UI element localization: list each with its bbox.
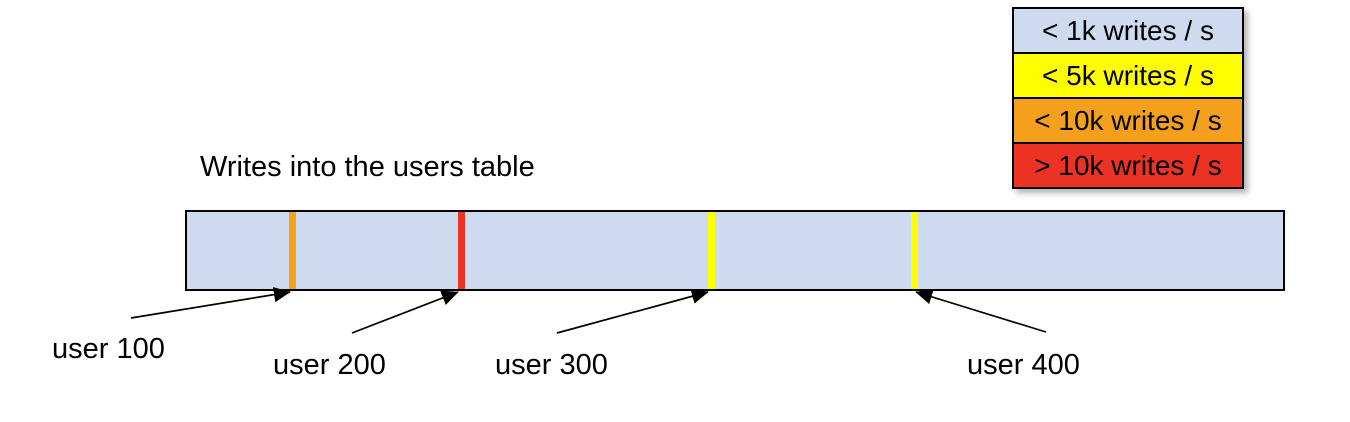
- diagram-title: Writes into the users table: [200, 151, 535, 183]
- legend-item-lt-10k: < 10k writes / s: [1012, 97, 1244, 144]
- stripe-user-300: [708, 212, 715, 289]
- label-user-200: user 200: [273, 349, 386, 381]
- legend-item-label: < 5k writes / s: [1042, 59, 1214, 91]
- stripe-user-100: [289, 212, 296, 289]
- arrow-line-3: [556, 288, 709, 334]
- stripe-user-200: [458, 212, 465, 289]
- arrow-lines: [130, 287, 1047, 334]
- legend-item-label: < 1k writes / s: [1042, 14, 1214, 46]
- legend-item-lt-5k: < 5k writes / s: [1012, 52, 1244, 99]
- arrow-line-2: [351, 290, 459, 334]
- legend-item-label: < 10k writes / s: [1034, 104, 1222, 136]
- arrow-line-4: [915, 289, 1047, 333]
- arrow-line-1: [130, 287, 291, 319]
- users-table-bar: [185, 210, 1285, 291]
- stripe-user-400: [911, 212, 918, 289]
- legend-item-label: > 10k writes / s: [1034, 149, 1222, 181]
- legend-item-gt-10k: > 10k writes / s: [1012, 142, 1244, 189]
- legend: < 1k writes / s < 5k writes / s < 10k wr…: [1012, 7, 1244, 189]
- legend-item-lt-1k: < 1k writes / s: [1012, 7, 1244, 54]
- label-user-300: user 300: [495, 349, 608, 381]
- label-user-400: user 400: [967, 349, 1080, 381]
- label-user-100: user 100: [52, 333, 165, 365]
